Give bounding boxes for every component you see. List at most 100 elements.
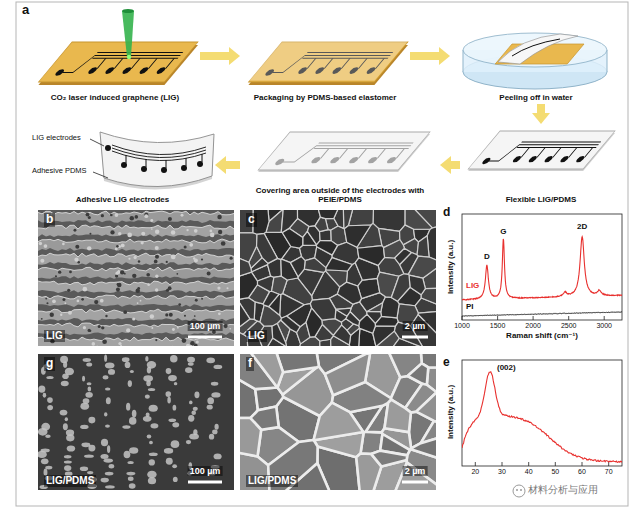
arrow-shaft bbox=[200, 52, 230, 60]
process-arrow bbox=[532, 104, 550, 124]
sem-grain bbox=[89, 233, 91, 235]
sem-grain bbox=[154, 260, 158, 264]
sem-flake bbox=[188, 362, 194, 366]
sem-flake bbox=[124, 451, 131, 459]
sem-flake bbox=[150, 423, 158, 428]
electrode-pad bbox=[105, 145, 111, 151]
process-step: Peeling off in water bbox=[450, 8, 622, 104]
tick-label: 30 bbox=[498, 468, 506, 476]
sem-grain bbox=[229, 328, 231, 330]
sem-grain bbox=[155, 339, 157, 341]
sem-flake bbox=[146, 380, 151, 386]
watermark-icon bbox=[516, 489, 518, 491]
step-caption: Flexible LIG/PDMS bbox=[506, 195, 577, 205]
sem-grain bbox=[189, 243, 193, 247]
process-step: CO₂ laser induced graphene (LIG) bbox=[30, 8, 200, 104]
tick-label: 20 bbox=[471, 468, 479, 476]
lig-pattern bbox=[512, 39, 560, 56]
arrow-shaft bbox=[537, 104, 545, 114]
sem-grain bbox=[155, 288, 158, 291]
laser-head bbox=[122, 9, 134, 13]
sem-grain bbox=[62, 298, 65, 301]
sem-flake bbox=[67, 445, 75, 451]
arrow-head bbox=[229, 47, 240, 65]
sem-grain bbox=[155, 246, 159, 250]
sem-grain bbox=[120, 270, 124, 274]
sem-ridge-edge bbox=[38, 225, 234, 229]
sem-flake bbox=[87, 471, 93, 474]
sem-grain bbox=[110, 230, 114, 234]
sem-grain bbox=[168, 217, 172, 221]
step-caption: Adhesive LIG electrodes bbox=[76, 195, 169, 205]
sem-grain bbox=[52, 299, 56, 303]
sem-flake bbox=[173, 477, 178, 482]
sem-grain bbox=[151, 327, 153, 329]
panel-letter: b bbox=[44, 213, 55, 227]
sem-ridge-edge bbox=[38, 267, 234, 271]
scale-bar bbox=[402, 336, 428, 339]
figure-frame bbox=[16, 2, 628, 506]
sem-flake bbox=[126, 403, 130, 411]
sem-flake bbox=[66, 434, 74, 441]
sem-ridge-edge bbox=[38, 211, 234, 215]
sem-grain bbox=[150, 219, 153, 222]
sem-flake bbox=[106, 397, 111, 404]
sem-flake bbox=[87, 382, 92, 385]
electrode-pad bbox=[141, 166, 147, 172]
sem-grain bbox=[101, 326, 104, 329]
sem-grain bbox=[195, 299, 198, 302]
sem-flake bbox=[47, 405, 53, 410]
part-label: LIG electrodes bbox=[32, 134, 81, 143]
sem-grain bbox=[100, 299, 104, 303]
sem-flake bbox=[105, 485, 115, 488]
series-label: PI bbox=[466, 302, 474, 311]
tick-label: 70 bbox=[605, 468, 613, 476]
sem-flake bbox=[129, 417, 136, 425]
sem-grain bbox=[140, 300, 142, 302]
sem-cell bbox=[411, 438, 436, 458]
sem-grain bbox=[217, 286, 220, 289]
sem-cell bbox=[408, 363, 429, 384]
covered-pattern bbox=[273, 143, 413, 165]
sem-flake bbox=[125, 362, 131, 368]
sem-grain bbox=[67, 289, 70, 292]
sem-flake bbox=[149, 452, 158, 456]
sem-flake bbox=[194, 391, 199, 398]
sem-flake bbox=[65, 417, 68, 421]
sem-grain bbox=[127, 233, 132, 238]
sem-flake bbox=[168, 419, 176, 423]
sem-grain bbox=[150, 314, 154, 318]
sem-flake bbox=[170, 355, 178, 363]
sem-flake bbox=[108, 369, 115, 375]
sem-flake bbox=[168, 375, 177, 381]
peak-label: 2D bbox=[577, 222, 587, 231]
covered-film bbox=[258, 132, 430, 172]
sem-flake bbox=[211, 382, 219, 386]
sem-grain bbox=[171, 346, 173, 347]
sem-flake bbox=[164, 448, 173, 454]
flexible-film bbox=[468, 131, 615, 171]
panel-letter: g bbox=[44, 357, 55, 371]
sem-grain bbox=[118, 270, 120, 272]
sem-ridge bbox=[38, 225, 234, 237]
laser-spot bbox=[127, 55, 131, 59]
sem-flake bbox=[88, 387, 92, 392]
lig-pattern bbox=[481, 142, 601, 164]
sem-flake bbox=[61, 381, 69, 387]
scale-label: 2 µm bbox=[403, 466, 428, 476]
step-caption: Packaging by PDMS-based elastomer bbox=[254, 93, 397, 103]
sem-flake bbox=[128, 476, 134, 481]
sem-grain bbox=[194, 229, 198, 233]
sem-cell bbox=[395, 463, 436, 490]
sem-grain bbox=[134, 215, 138, 219]
arrow-head bbox=[439, 47, 450, 65]
peak-label: D bbox=[484, 252, 490, 261]
sem-grain bbox=[176, 273, 178, 275]
tick-label: 2500 bbox=[561, 322, 577, 330]
sem-grain bbox=[168, 286, 172, 290]
process-step: Flexible LIG/PDMS bbox=[460, 124, 622, 206]
sem-flake bbox=[145, 356, 148, 362]
sem-cell bbox=[409, 275, 425, 295]
